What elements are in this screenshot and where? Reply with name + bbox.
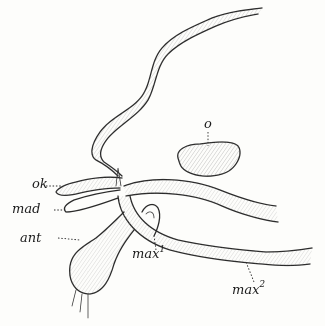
label-max2-sup: 2 (258, 280, 265, 290)
label-max2-base: max (232, 283, 260, 298)
label-mad: mad (12, 202, 40, 217)
label-max1-base: max (132, 247, 160, 262)
ok-process (56, 177, 122, 195)
upper-appendage (124, 180, 278, 222)
label-max2: max2 (232, 280, 265, 298)
ant-appendage (70, 212, 134, 318)
label-o: o (204, 117, 212, 132)
label-ok: ok (32, 177, 48, 192)
label-max1: max1 (132, 245, 165, 262)
o-structure (178, 142, 240, 176)
label-max1-sup: 1 (159, 245, 165, 255)
label-ant: ant (20, 231, 42, 246)
